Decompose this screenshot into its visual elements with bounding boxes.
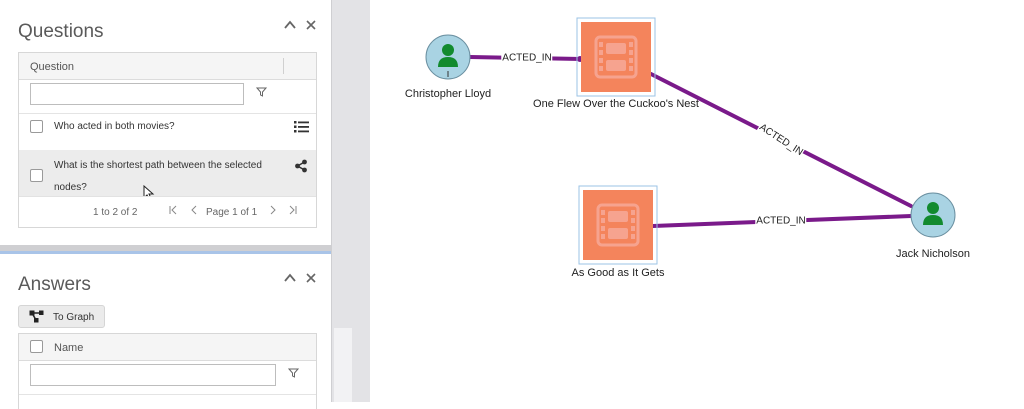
questions-panel: Questions Question Who acted in both mov…	[0, 0, 331, 245]
person-icon	[927, 202, 939, 214]
person-icon	[442, 44, 454, 56]
question-text: What is the shortest path between the se…	[54, 160, 262, 171]
filter-row	[19, 80, 316, 114]
row-checkbox[interactable]	[30, 120, 43, 133]
share-nodes-icon[interactable]	[294, 159, 308, 176]
scrollbar-track[interactable]	[334, 328, 352, 402]
answers-panel-title: Answers	[18, 274, 91, 295]
film-icon	[594, 35, 638, 79]
graph-canvas[interactable]: Christopher Lloyd One Flew Over the Cuck…	[370, 0, 1024, 402]
question-text: Who acted in both movies?	[54, 121, 175, 132]
graph-svg[interactable]	[370, 0, 1024, 402]
collapse-icon[interactable]	[283, 18, 297, 36]
person-node-christopher-lloyd[interactable]	[425, 34, 471, 80]
question-column-header[interactable]: Question	[30, 61, 75, 73]
edge-label: ACTED_IN	[501, 52, 553, 64]
question-row[interactable]: Who acted in both movies?	[19, 114, 316, 151]
page-indicator: Page 1 of 1	[206, 207, 258, 218]
questions-panel-title: Questions	[18, 21, 104, 42]
selection-box	[576, 17, 656, 97]
to-graph-label: To Graph	[53, 312, 95, 323]
selection-box	[578, 185, 658, 265]
grid-header: Question	[19, 53, 316, 80]
select-all-checkbox[interactable]	[30, 340, 43, 353]
movie-node-cuckoos-nest[interactable]	[576, 17, 656, 97]
grid-header: Name	[19, 334, 316, 361]
questions-pager: 1 to 2 of 2 Page 1 of 1	[19, 196, 316, 227]
last-page-icon[interactable]	[288, 205, 298, 218]
close-icon[interactable]	[304, 271, 318, 289]
list-icon[interactable]	[294, 120, 310, 137]
film-icon	[596, 203, 640, 247]
name-filter-input[interactable]	[30, 364, 276, 386]
prev-page-icon[interactable]	[189, 205, 199, 218]
pager-range: 1 to 2 of 2	[93, 207, 138, 218]
collapse-icon[interactable]	[283, 271, 297, 289]
filter-icon[interactable]	[255, 87, 268, 100]
close-icon[interactable]	[304, 18, 318, 36]
question-text-continued: nodes?	[54, 182, 87, 193]
person-node-jack-nicholson[interactable]	[910, 192, 956, 238]
node-label: As Good as It Gets	[571, 267, 665, 279]
column-divider[interactable]	[283, 58, 284, 74]
node-label: One Flew Over the Cuckoo's Nest	[533, 98, 699, 110]
filter-row	[19, 361, 316, 395]
answers-panel: Answers To Graph Name	[0, 251, 331, 409]
question-filter-input[interactable]	[30, 83, 244, 105]
answers-grid: Name	[18, 333, 317, 409]
edge-label: ACTED_IN	[755, 215, 807, 227]
next-page-icon[interactable]	[268, 205, 278, 218]
filter-icon[interactable]	[287, 368, 300, 381]
node-label: Jack Nicholson	[896, 248, 970, 260]
graph-icon	[29, 310, 44, 326]
movie-node-as-good-as-it-gets[interactable]	[578, 185, 658, 265]
to-graph-button[interactable]: To Graph	[18, 305, 105, 328]
first-page-icon[interactable]	[168, 205, 178, 218]
questions-grid: Question Who acted in both movies? What …	[18, 52, 317, 228]
row-checkbox[interactable]	[30, 169, 43, 182]
node-label: Christopher Lloyd	[404, 88, 492, 100]
question-row[interactable]: What is the shortest path between the se…	[19, 151, 316, 201]
name-column-header[interactable]: Name	[54, 342, 84, 354]
